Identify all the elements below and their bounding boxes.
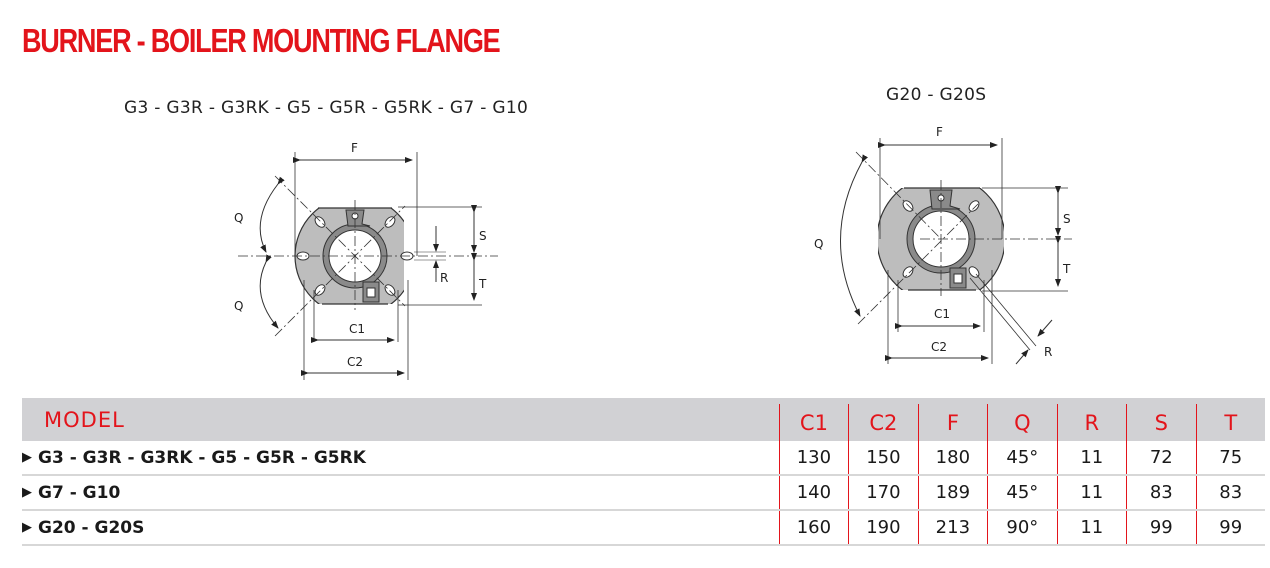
dim-label-s: S (479, 229, 487, 243)
table-row: ▶ G7 - G10 140 170 189 45° 11 83 83 (22, 476, 1265, 511)
dim-label-f: F (351, 141, 358, 155)
dim-label-s: S (1063, 212, 1071, 226)
cell-c1: 130 (778, 441, 848, 474)
cell-t: 99 (1195, 511, 1265, 544)
right-flange-diagram: F Q S T R C1 C2 (814, 125, 1072, 365)
cell-c2: 150 (848, 441, 917, 474)
cell-t: 83 (1195, 476, 1265, 509)
cell-t: 75 (1195, 441, 1265, 474)
header-f: F (917, 404, 987, 441)
triangle-bullet-icon: ▶ (22, 450, 32, 465)
header-model: MODEL (44, 407, 125, 432)
cell-r: 11 (1056, 511, 1126, 544)
dim-label-r: R (440, 271, 448, 285)
dim-label-q-bottom: Q (234, 299, 243, 313)
right-diagram-caption: G20 - G20S (886, 85, 987, 105)
cell-c1: 160 (778, 511, 848, 544)
cell-s: 83 (1126, 476, 1195, 509)
header-s: S (1126, 404, 1195, 441)
dim-label-t: T (478, 277, 487, 291)
table-row: ▶ G20 - G20S 160 190 213 90° 11 99 99 (22, 511, 1265, 546)
table-header: MODEL C1 C2 F Q R S T (22, 398, 1265, 441)
triangle-bullet-icon: ▶ (22, 485, 32, 500)
dim-label-q: Q (814, 237, 823, 251)
header-c1: C1 (778, 404, 848, 441)
cell-c2: 190 (848, 511, 917, 544)
cell-f: 189 (917, 476, 987, 509)
header-q: Q (987, 404, 1056, 441)
model-name: G3 - G3R - G3RK - G5 - G5R - G5RK (38, 447, 366, 468)
header-r: R (1056, 404, 1126, 441)
cell-q: 90° (987, 511, 1056, 544)
header-t: T (1195, 404, 1265, 441)
header-c2: C2 (848, 404, 917, 441)
dimensions-table: MODEL C1 C2 F Q R S T ▶ G3 - G3R - G3RK -… (22, 398, 1265, 546)
left-diagram-caption: G3 - G3R - G3RK - G5 - G5R - G5RK - G7 -… (124, 98, 529, 118)
model-name: G20 - G20S (38, 517, 145, 538)
cell-f: 213 (917, 511, 987, 544)
dim-label-r: R (1044, 345, 1052, 359)
cell-s: 99 (1126, 511, 1195, 544)
cell-r: 11 (1056, 476, 1126, 509)
table-row: ▶ G3 - G3R - G3RK - G5 - G5R - G5RK 130 1… (22, 441, 1265, 476)
cell-q: 45° (987, 476, 1056, 509)
dim-label-c1: C1 (934, 307, 950, 321)
dim-label-f: F (936, 125, 943, 139)
cell-f: 180 (917, 441, 987, 474)
dim-label-q-top: Q (234, 211, 243, 225)
triangle-bullet-icon: ▶ (22, 520, 32, 535)
cell-c2: 170 (848, 476, 917, 509)
cell-q: 45° (987, 441, 1056, 474)
dim-label-c2: C2 (347, 355, 363, 369)
dim-label-c2: C2 (931, 340, 947, 354)
cell-c1: 140 (778, 476, 848, 509)
left-flange-diagram: F Q Q S T R C1 C2 (234, 141, 498, 380)
dim-label-c1: C1 (349, 322, 365, 336)
page-title: BURNER - BOILER MOUNTING FLANGE (22, 22, 501, 59)
model-name: G7 - G10 (38, 482, 121, 503)
cell-s: 72 (1126, 441, 1195, 474)
dim-label-t: T (1062, 262, 1071, 276)
cell-r: 11 (1056, 441, 1126, 474)
